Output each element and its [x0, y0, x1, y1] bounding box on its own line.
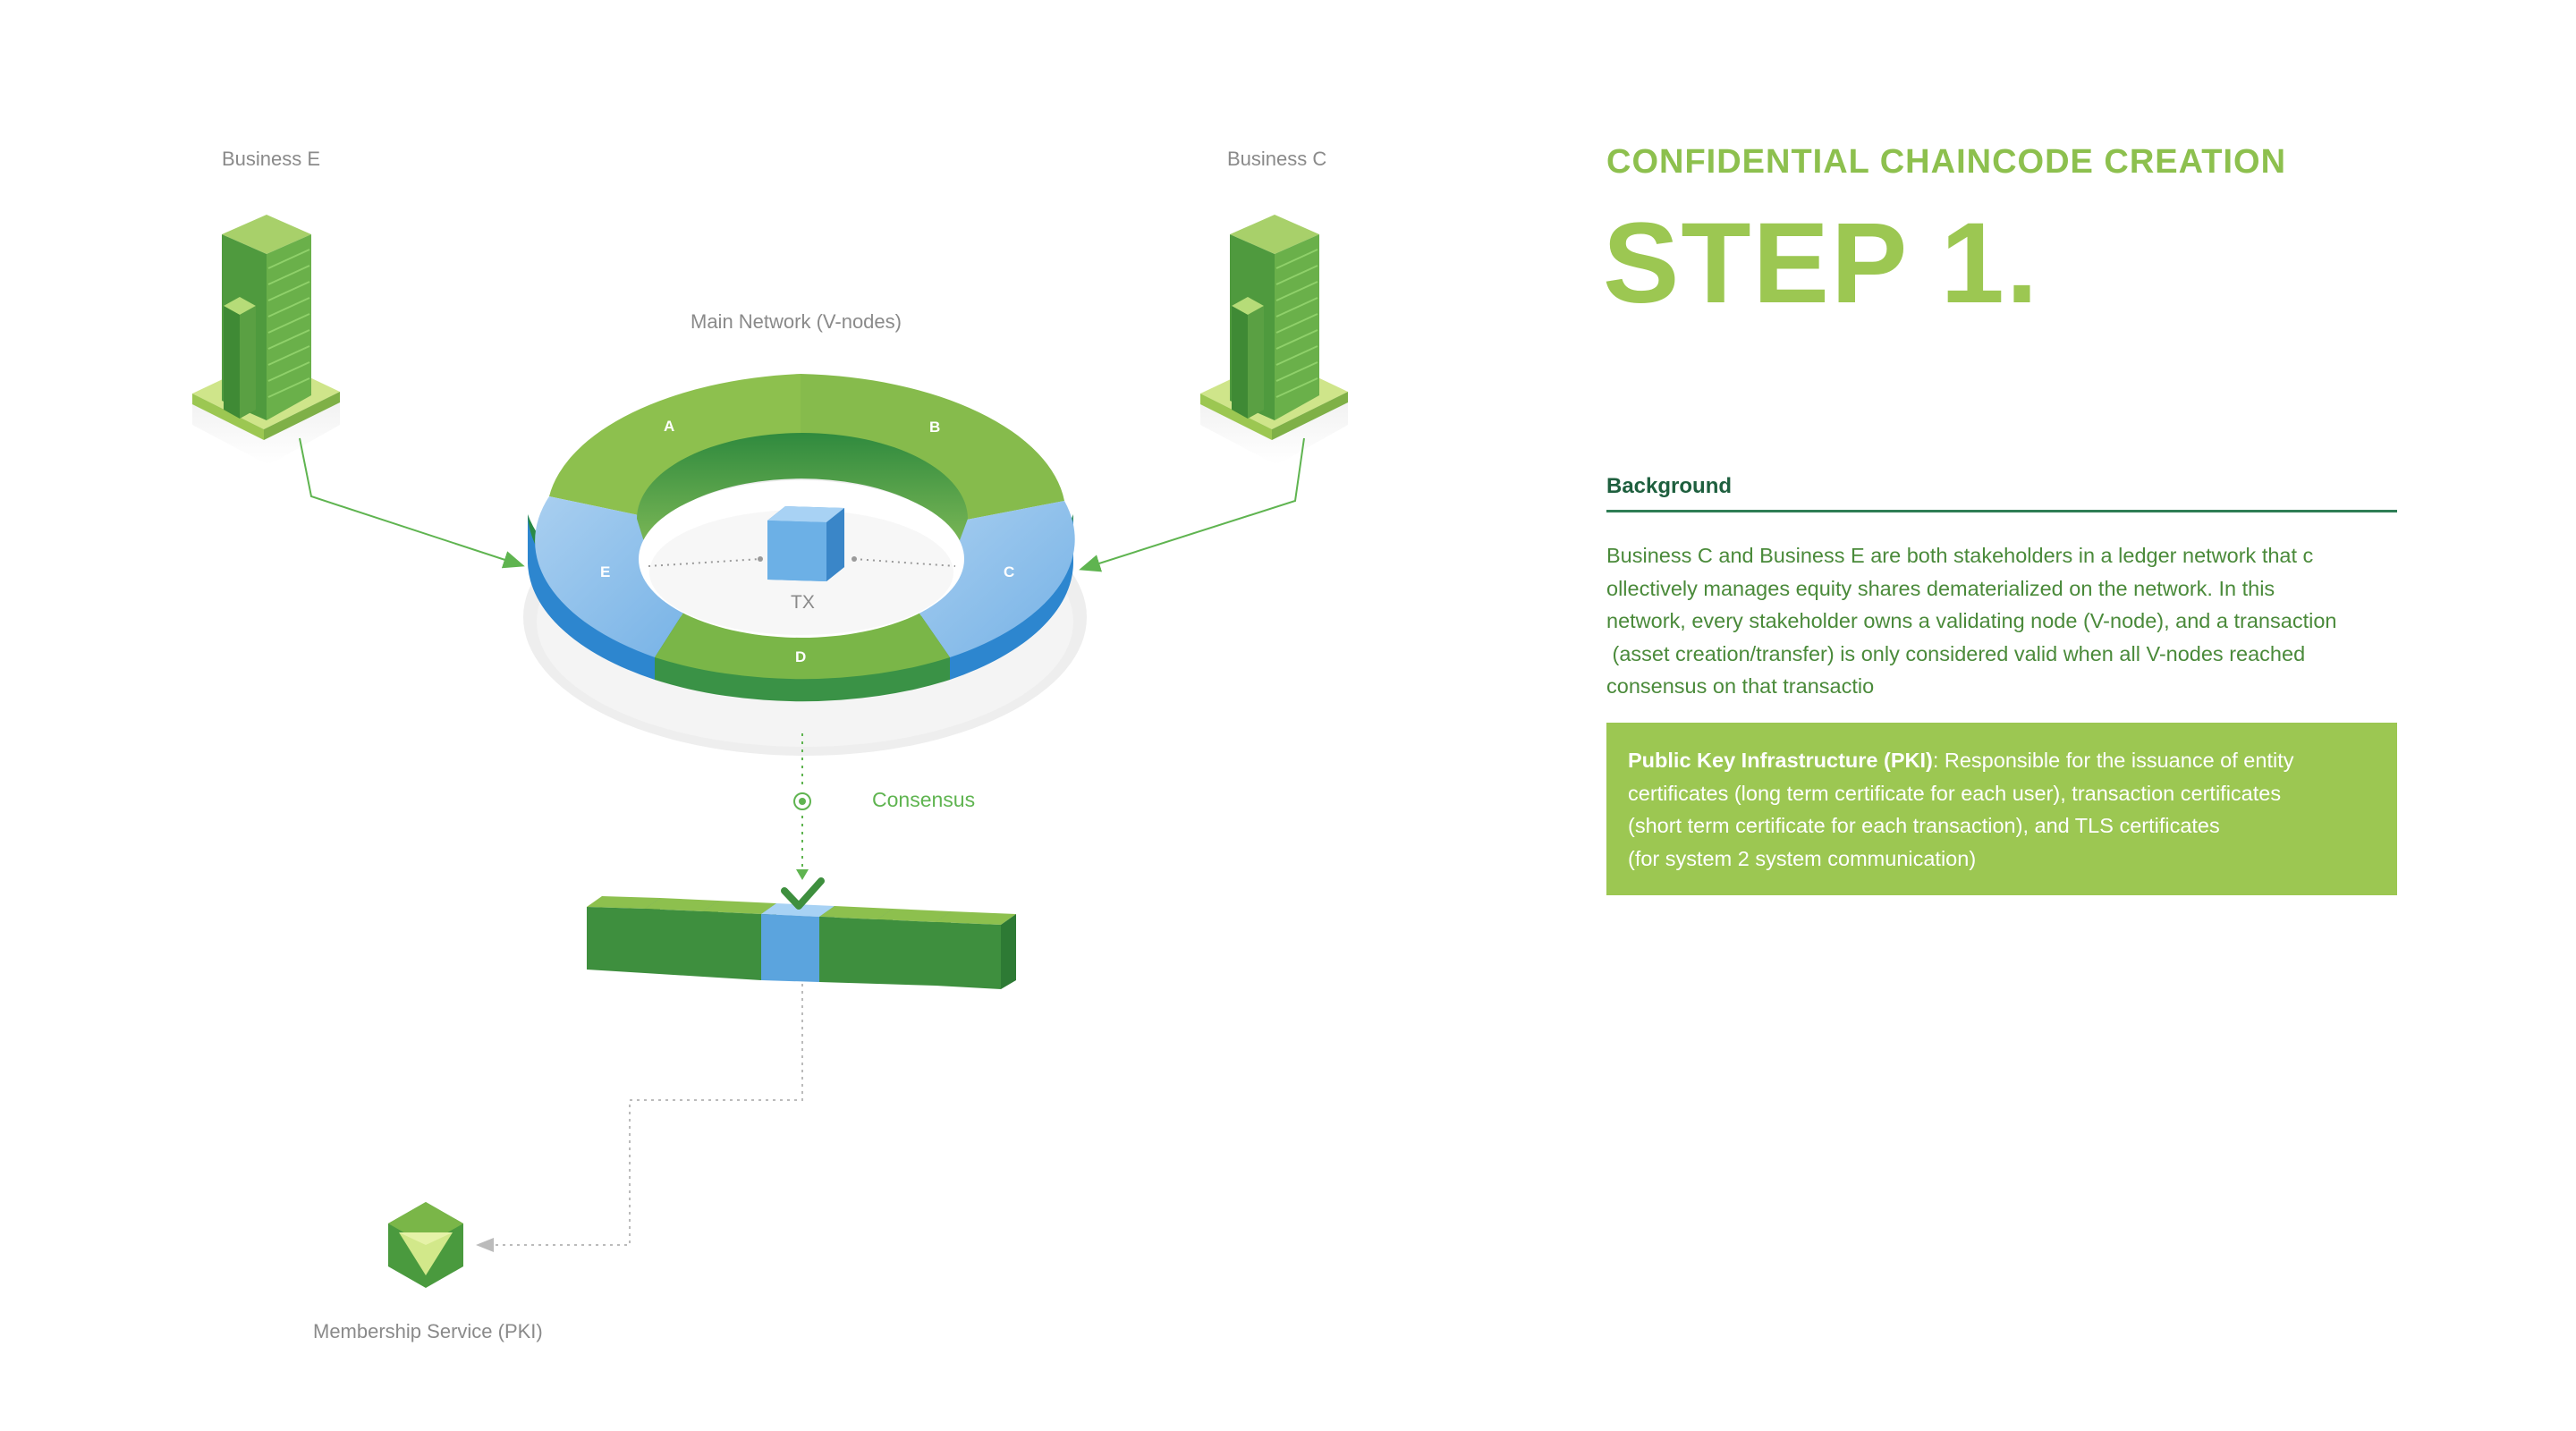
- section-kicker: CONFIDENTIAL CHAINCODE CREATION: [1606, 143, 2287, 181]
- segment-b-label: B: [929, 419, 940, 436]
- step-title: STEP 1.: [1603, 199, 2040, 327]
- pki-line: (for system 2 system communication): [1628, 846, 1977, 870]
- background-line: network, every stakeholder owns a valida…: [1606, 609, 2337, 632]
- background-line: Business C and Business E are both stake…: [1606, 544, 2314, 567]
- diagram: Business E Business C Main Network (V-no…: [192, 148, 1348, 1342]
- network-label: Main Network (V-nodes): [691, 310, 902, 333]
- background-line: (asset creation/transfer) is only consid…: [1606, 641, 2306, 665]
- block-7: [936, 911, 1016, 989]
- check-icon: [781, 877, 825, 910]
- background-heading: Background: [1606, 474, 2397, 512]
- building-e-icon: [192, 215, 340, 465]
- tx-label: TX: [791, 592, 815, 613]
- info-panel: CONFIDENTIAL CHAINCODE CREATION STEP 1. …: [1603, 143, 2397, 895]
- connector-e: [299, 437, 525, 569]
- pki-callout: Public Key Infrastructure (PKI): Respons…: [1606, 723, 2397, 895]
- connector-c: [1079, 437, 1305, 572]
- business-e-label: Business E: [222, 148, 320, 170]
- segment-c-label: C: [1004, 563, 1014, 580]
- business-c-label: Business C: [1227, 148, 1326, 170]
- membership-label: Membership Service (PKI): [313, 1320, 543, 1342]
- pki-line: (short term certificate for each transac…: [1628, 814, 2220, 837]
- segment-a-label: A: [664, 418, 674, 435]
- pki-line: certificates (long term certificate for …: [1628, 781, 2282, 805]
- blockchain: [587, 896, 1016, 989]
- background-line: ollectively manages equity shares demate…: [1606, 576, 2275, 600]
- membership-service-icon: [388, 1202, 463, 1288]
- segment-e-label: E: [600, 563, 610, 580]
- segment-d-label: D: [795, 648, 806, 665]
- building-c-icon: [1200, 215, 1348, 465]
- pki-line: : Responsible for the issuance of entity: [1932, 749, 2294, 772]
- consensus-label: Consensus: [872, 788, 975, 811]
- background-line: consensus on that transactio: [1606, 674, 1875, 698]
- pki-term: Public Key Infrastructure (PKI): [1628, 749, 1933, 772]
- consensus-node-icon: [793, 792, 811, 810]
- tx-cube-icon: [767, 506, 844, 581]
- background-text: Business C and Business E are both stake…: [1606, 539, 2397, 703]
- connector-pki: [476, 984, 803, 1252]
